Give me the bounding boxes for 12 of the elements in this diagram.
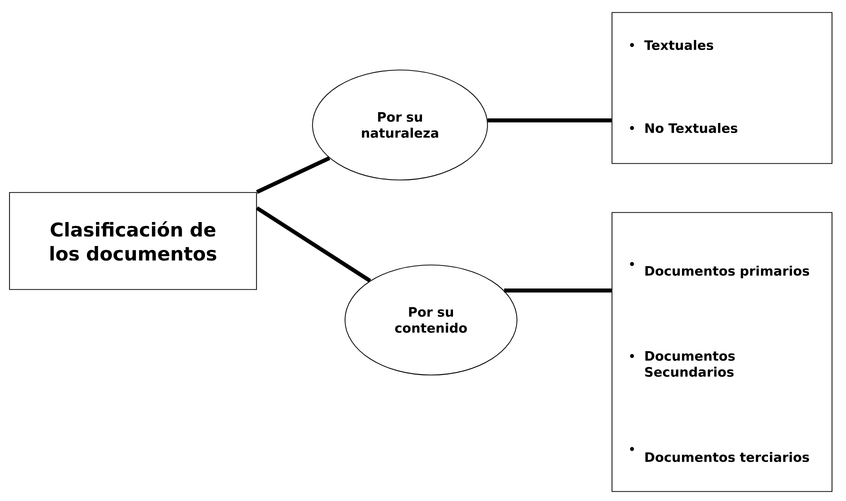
connector-line [488, 118, 612, 122]
title-box: Clasificación de los documentos [9, 192, 257, 290]
list-box [612, 212, 832, 492]
list-item: Documentos primarios [645, 266, 810, 278]
list-item: Documentos terciarios [645, 452, 810, 462]
list-item: Textuales [644, 40, 714, 50]
list-item: No Textuales [645, 122, 738, 134]
connector-line [256, 206, 372, 282]
connector-line [256, 156, 330, 194]
list-box [612, 12, 832, 164]
connector-line [504, 288, 612, 292]
list-item: Documentos Secundarios [645, 351, 735, 377]
